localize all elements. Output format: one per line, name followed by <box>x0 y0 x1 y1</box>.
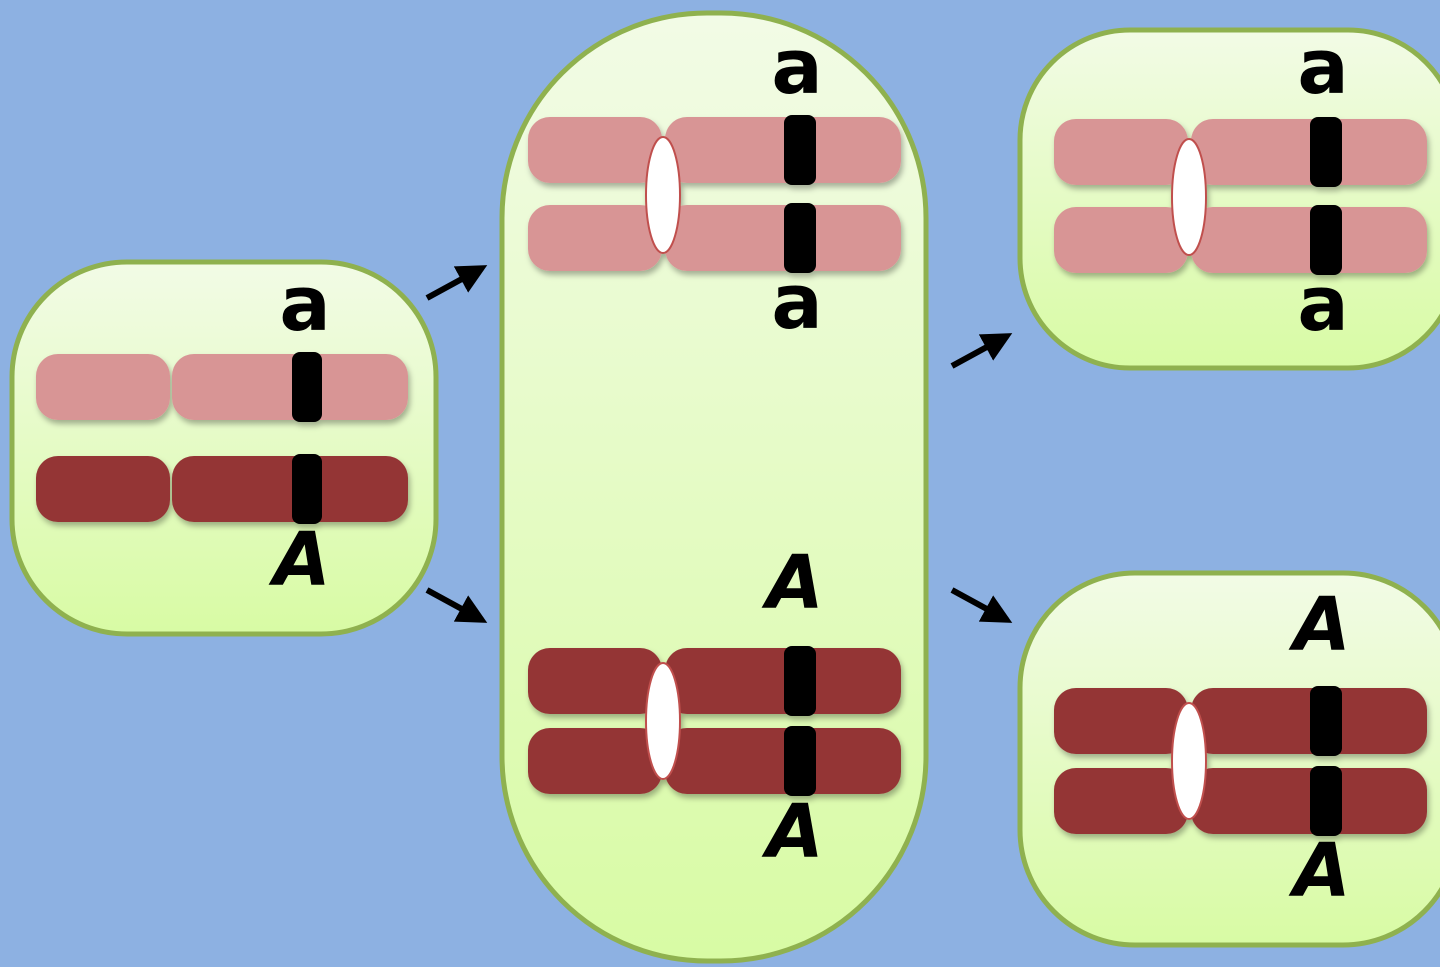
daughter-bottom-chromosome-pair <box>1054 686 1427 836</box>
parent-cell: a A <box>9 259 439 637</box>
parent-chromosome-light <box>36 352 408 422</box>
arrow-middle-to-daughter-top <box>950 333 1013 369</box>
daughter-bottom-bottom-allele-label: A <box>1288 828 1350 914</box>
allele-band <box>784 203 816 273</box>
chromatid-arm-short <box>1054 768 1188 834</box>
chromatid-arm-long <box>1191 207 1427 273</box>
daughter-cell-bottom: A A <box>1017 570 1440 948</box>
arrow-middle-to-daughter-bottom <box>950 587 1013 623</box>
middle-lower-chromosome-pair <box>528 646 901 796</box>
centromere <box>645 662 681 780</box>
chromatid-arm-long <box>665 117 901 183</box>
middle-upper-chromosome-pair <box>528 115 901 273</box>
chromatid-arm-short <box>528 205 662 271</box>
allele-band <box>292 352 322 422</box>
centromere <box>1171 138 1207 256</box>
daughter-top-chromosome-pair <box>1054 117 1427 275</box>
allele-band <box>1310 205 1342 275</box>
allele-band <box>784 115 816 185</box>
daughter-bottom-top-allele-label: A <box>1288 582 1350 668</box>
allele-band <box>1310 686 1342 756</box>
allele-band <box>784 646 816 716</box>
chromatid-arm-short <box>528 648 662 714</box>
chromosome-arm-long <box>172 354 408 420</box>
chromosome-arm-long <box>172 456 408 522</box>
centromere <box>1171 702 1207 820</box>
chromatid-arm-long <box>1191 119 1427 185</box>
daughter-bottom-membrane <box>1017 570 1440 948</box>
daughter-cell-top: a a <box>1017 22 1440 371</box>
centromere <box>645 136 681 254</box>
middle-lower-bottom-allele-label: A <box>761 789 823 875</box>
allele-band <box>784 726 816 796</box>
chromatid-arm-short <box>528 117 662 183</box>
arrow-parent-to-upper <box>425 265 488 301</box>
middle-cell: a a A A <box>499 10 929 964</box>
chromatid-arm-long <box>1191 768 1427 834</box>
middle-upper-bottom-allele-label: a <box>771 257 822 346</box>
middle-lower-top-allele-label: A <box>761 540 823 626</box>
chromatid-arm-long <box>665 728 901 794</box>
allele-band <box>292 454 322 524</box>
chromosome-arm-short <box>36 456 170 522</box>
daughter-top-top-allele-label: a <box>1297 22 1348 111</box>
allele-band <box>1310 766 1342 836</box>
daughter-top-bottom-allele-label: a <box>1297 259 1348 348</box>
parent-chromosome-dark <box>36 454 408 524</box>
parent-bottom-allele-label: A <box>268 517 330 603</box>
chromosome-arm-short <box>36 354 170 420</box>
middle-upper-top-allele-label: a <box>771 22 822 111</box>
arrow-parent-to-lower <box>425 587 488 623</box>
parent-cell-membrane <box>9 259 439 637</box>
allele-band <box>1310 117 1342 187</box>
chromatid-arm-short <box>528 728 662 794</box>
chromatid-arm-long <box>1191 688 1427 754</box>
parent-top-allele-label: a <box>279 259 330 348</box>
chromatid-arm-short <box>1054 119 1188 185</box>
chromatid-arm-long <box>665 648 901 714</box>
chromatid-arm-short <box>1054 688 1188 754</box>
chromatid-arm-long <box>665 205 901 271</box>
daughter-top-membrane <box>1017 27 1440 371</box>
chromatid-arm-short <box>1054 207 1188 273</box>
